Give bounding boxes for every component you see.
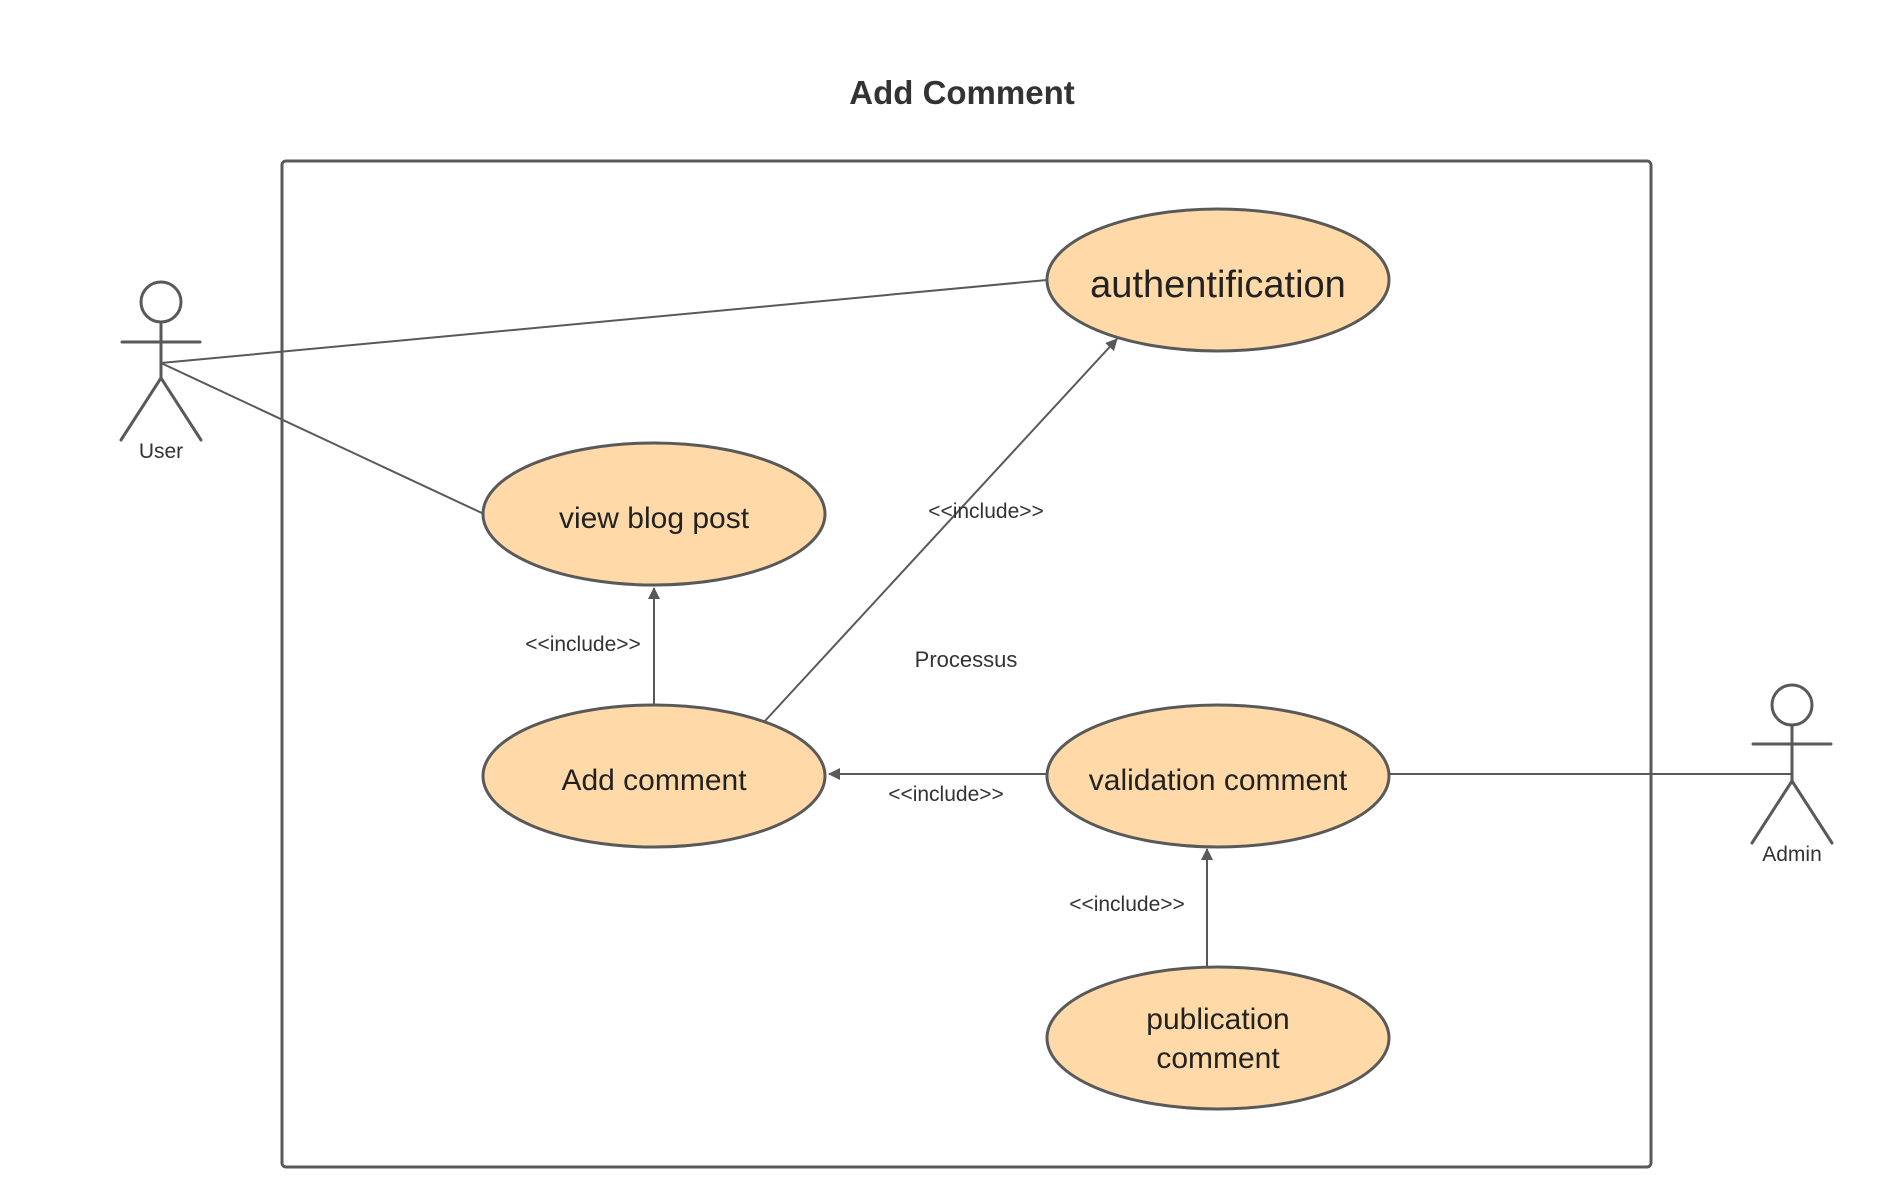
include-label-authentification: <<include>> [928, 500, 1044, 523]
association-user-authentification [160, 279, 1048, 364]
include-label-validation-comment: <<include>> [1069, 893, 1185, 916]
use-case-publication-comment-label-line2: comment [1156, 1042, 1280, 1075]
include-label-add-comment: <<include>> [888, 783, 1004, 806]
actor-user[interactable]: User [119, 280, 203, 463]
association-user-view-blog-post [160, 362, 485, 515]
use-case-publication-comment[interactable]: publication comment [1045, 965, 1391, 1111]
actor-user-label: User [139, 440, 183, 463]
system-boundary [280, 159, 1653, 1169]
use-case-validation-comment[interactable]: validation comment [1045, 703, 1391, 849]
admin-stick-figure-icon [1750, 683, 1834, 845]
use-case-validation-comment-label: validation comment [1089, 764, 1348, 797]
system-label: Processus [915, 647, 1018, 672]
use-case-add-comment-label: Add comment [561, 764, 747, 797]
include-label-view-blog-post: <<include>> [525, 633, 641, 656]
user-stick-figure-icon [119, 280, 203, 442]
use-case-add-comment[interactable]: Add comment [481, 703, 827, 849]
actor-admin[interactable]: Admin [1750, 683, 1834, 866]
include-arrow-add-to-authentification [763, 338, 1118, 723]
use-case-authentification-label: authentification [1090, 264, 1346, 306]
use-case-publication-comment-label-line1: publication [1146, 1003, 1289, 1036]
actor-admin-label: Admin [1762, 843, 1822, 866]
diagram-title: Add Comment [849, 74, 1075, 111]
use-case-authentification[interactable]: authentification [1045, 207, 1391, 353]
use-case-view-blog-post-label: view blog post [559, 502, 750, 535]
use-case-view-blog-post[interactable]: view blog post [481, 441, 827, 587]
